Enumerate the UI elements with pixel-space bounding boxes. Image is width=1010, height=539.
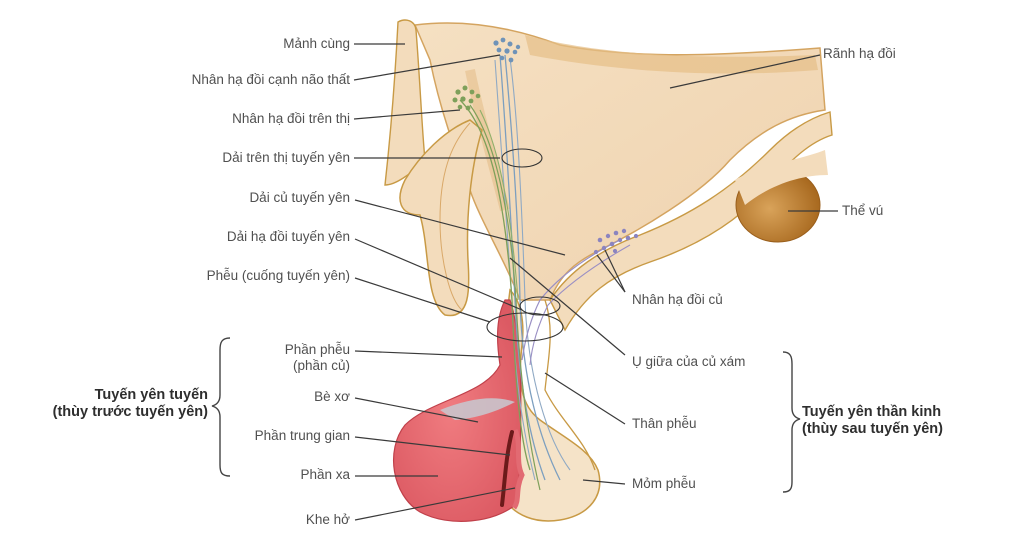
label-lamina-terminalis: Mảnh cùng [283,36,350,51]
anterior-lobe-title: Tuyến yên tuyến [94,387,208,403]
posterior-brace [782,351,801,493]
adenohypophysis-shape [393,299,525,522]
label-tuberal-nuclei: Nhân hạ đồi củ [632,292,723,307]
label-paraventricular-nucleus: Nhân hạ đồi cạnh não thất [191,72,350,87]
tuber-cinereum-shape [549,111,833,332]
label-tuberohypophyseal-tract: Dải củ tuyến yên [249,190,350,205]
label-pars-tuberalis-alt: (phần củ) [292,358,350,373]
label-supraoptic-nucleus: Nhân hạ đồi trên thị [232,111,350,126]
leader-lines [353,43,838,521]
label-pars-tuberalis: Phần phễu [284,342,350,357]
tuberal-nucleus-dots [593,228,639,255]
tract-rings [486,148,564,342]
label-median-eminence: Ụ giữa của củ xám [632,354,746,369]
posterior-lobe-subtitle: (thùy sau tuyến yên) [802,421,943,437]
label-hypothalamic-sulcus: Rãnh hạ đồi [823,46,896,61]
label-pars-distalis: Phần xa [300,467,350,482]
label-pars-intermedia: Phần trung gian [254,428,350,443]
label-infundibulum: Phễu (cuống tuyến yên) [206,268,350,283]
label-hypothalamohypophyseal-tract: Dải hạ đồi tuyến yên [226,229,350,244]
label-infundibular-stem: Thân phễu [632,416,697,431]
anterior-lobe-subtitle: (thùy trước tuyến yên) [52,404,208,420]
optic-chiasm-shape [399,119,483,317]
anterior-brace [211,337,231,477]
posterior-lobe-title: Tuyến yên thần kinh [802,404,942,420]
supraoptic-nucleus-dots [452,85,481,111]
label-supraopticohypophyseal-tract: Dải trên thị tuyến yên [222,150,350,165]
label-fibrous-trabecula: Bè xơ [314,389,350,404]
label-cleft: Khe hở [305,512,350,527]
label-mammillary-body: Thể vú [842,203,884,218]
label-infundibular-process: Mỏm phễu [632,476,696,491]
paraventricular-nucleus-dots [493,37,521,63]
